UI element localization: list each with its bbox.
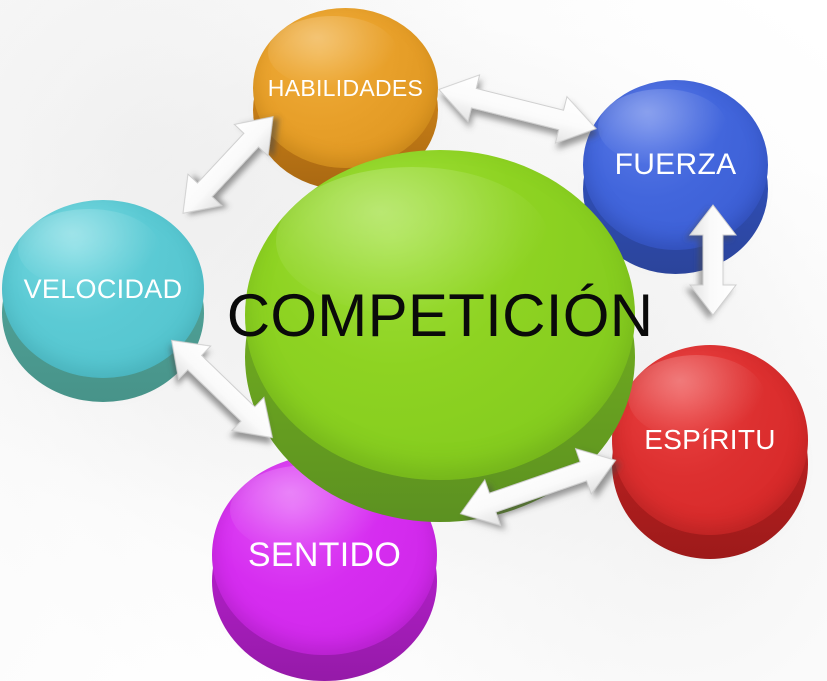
node-espiritu-disc: ESPíRITU xyxy=(612,345,808,559)
center-node-top: COMPETICIÓN xyxy=(227,150,653,480)
node-sentido-label: SENTIDO xyxy=(247,535,402,574)
node-espiritu-label: ESPíRITU xyxy=(644,424,776,455)
node-habilidades-gloss xyxy=(267,16,398,88)
node-habilidades-label: HABILIDADES xyxy=(267,74,424,101)
center-node-gloss xyxy=(276,166,550,315)
node-velocidad-label: VELOCIDAD xyxy=(23,273,183,304)
node-espiritu-top: ESPíRITU xyxy=(612,345,808,535)
node-velocidad-top: VELOCIDAD xyxy=(2,200,204,378)
node-velocidad-gloss xyxy=(18,208,160,289)
node-espiritu[interactable]: ESPíRITU xyxy=(612,345,808,559)
node-habilidades-top: HABILIDADES xyxy=(253,8,438,168)
node-velocidad[interactable]: VELOCIDAD xyxy=(2,200,204,402)
node-espiritu-gloss xyxy=(627,354,765,440)
node-habilidades[interactable]: HABILIDADES xyxy=(253,8,438,190)
node-velocidad-disc: VELOCIDAD xyxy=(2,200,204,402)
center-node-disc: COMPETICIÓN xyxy=(227,150,653,522)
node-habilidades-disc: HABILIDADES xyxy=(253,8,438,190)
connector-habilidades-fuerza-icon xyxy=(427,58,608,163)
center-node-competicion[interactable]: COMPETICIÓN xyxy=(227,150,653,522)
center-node-label: COMPETICIÓN xyxy=(226,281,654,349)
